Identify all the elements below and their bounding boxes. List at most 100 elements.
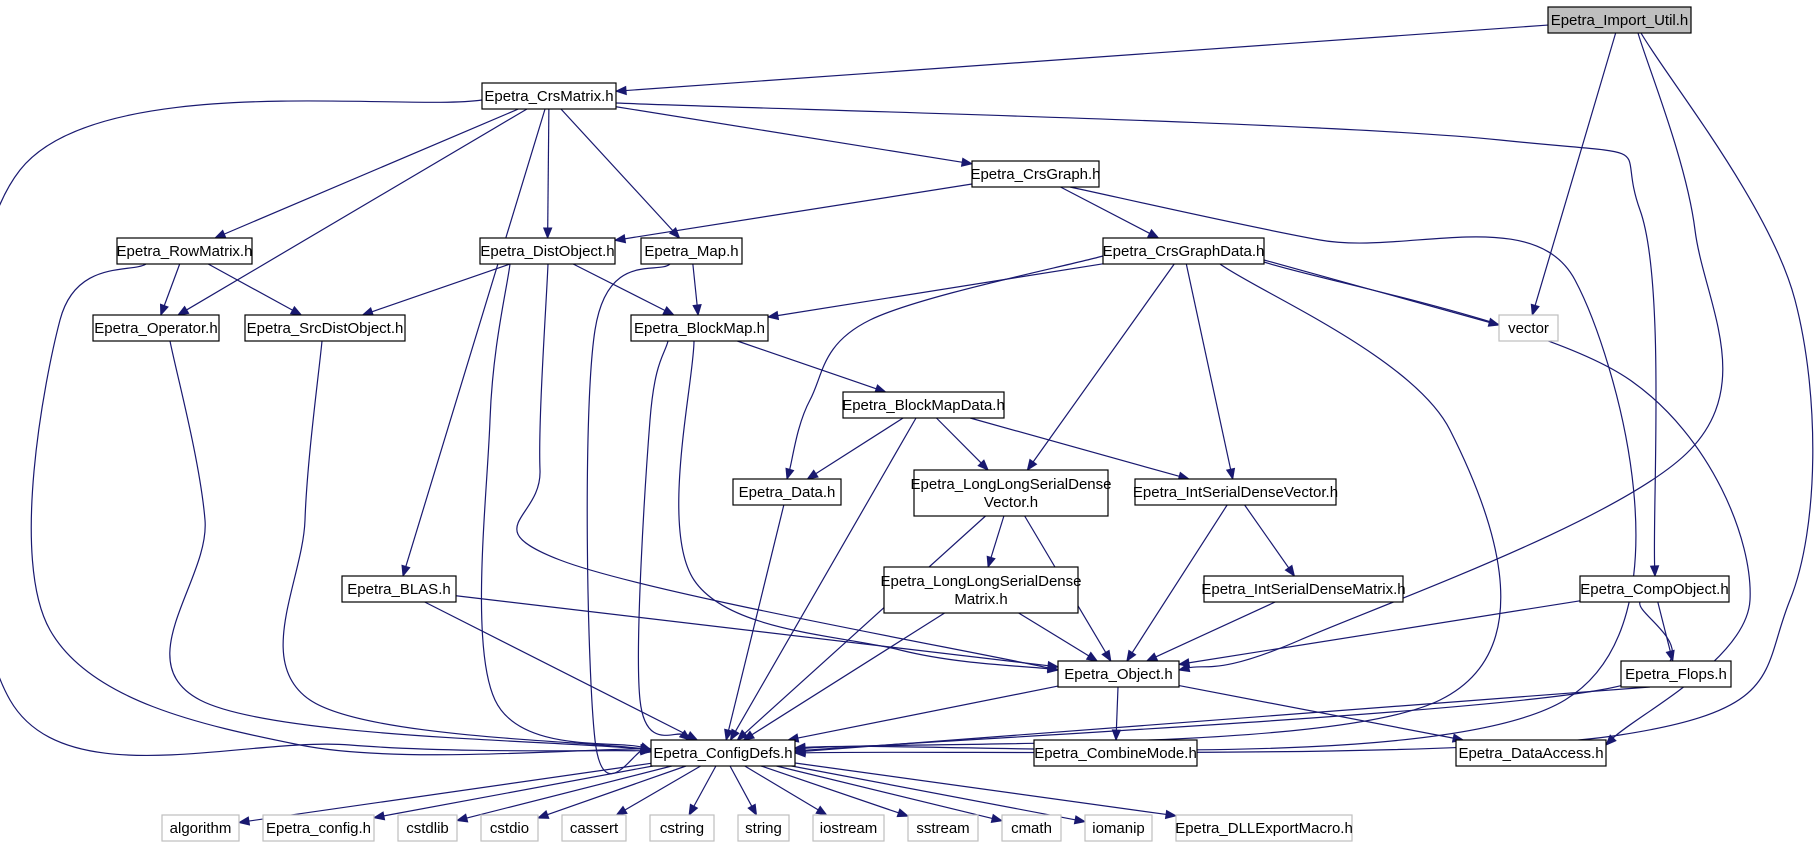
node-blockmapdata[interactable]: Epetra_BlockMapData.h	[842, 391, 1005, 419]
edge-crsmatrix-to-map	[560, 108, 681, 239]
node-isdv[interactable]: Epetra_IntSerialDenseVector.h	[1133, 478, 1338, 506]
arrowhead-icon	[793, 746, 806, 756]
edge-line	[1130, 504, 1228, 655]
arrowhead-icon	[1649, 565, 1660, 578]
edge-line	[381, 765, 653, 817]
arrowhead-icon	[159, 303, 169, 317]
edge-blas-to-object	[455, 595, 1060, 671]
arrowhead-icon	[1111, 729, 1122, 742]
node-box	[480, 814, 539, 842]
edge-line	[727, 504, 785, 733]
node-box	[812, 814, 885, 842]
arrowhead-icon	[372, 811, 386, 821]
arrowhead-icon	[785, 467, 795, 481]
edge-line	[480, 263, 644, 749]
edge-crsgraphdata-to-isdv	[1185, 263, 1236, 481]
edge-line	[813, 417, 904, 476]
edge-line	[760, 765, 901, 815]
edge-line	[0, 99, 644, 757]
edge-line	[802, 686, 1651, 752]
edge-configdefs-to-cassert	[615, 765, 701, 816]
arrowhead-icon	[1284, 564, 1296, 578]
node-label: iomanip	[1092, 820, 1145, 837]
node-import_util[interactable]: Epetra_Import_Util.h	[1547, 6, 1692, 34]
edge-configdefs-to-iomanip	[791, 765, 1087, 825]
arrowhead-icon	[614, 85, 627, 96]
node-operator[interactable]: Epetra_Operator.h	[92, 314, 220, 342]
edge-crsgraphdata-to-data	[785, 255, 1104, 481]
edge-compobject-to-flops	[1657, 601, 1675, 663]
arrowhead-icon	[1147, 228, 1160, 239]
node-label: Epetra_BlockMap.h	[634, 320, 765, 337]
arrowhead-icon	[615, 805, 628, 816]
node-isdm[interactable]: Epetra_IntSerialDenseMatrix.h	[1201, 575, 1406, 603]
node-box	[1547, 6, 1692, 34]
node-crsgraphdata[interactable]: Epetra_CrsGraphData.h	[1102, 237, 1265, 265]
node-box	[737, 814, 790, 842]
node-object[interactable]: Epetra_Object.h	[1057, 660, 1180, 688]
node-blockmap[interactable]: Epetra_BlockMap.h	[630, 314, 769, 342]
edge-import_util-to-vector	[1530, 32, 1617, 317]
node-sstream: sstream	[907, 814, 979, 842]
node-box	[1033, 739, 1198, 767]
edge-line	[795, 685, 1059, 740]
arrowhead-icon	[990, 813, 1004, 824]
node-iostream: iostream	[812, 814, 885, 842]
edge-line	[464, 765, 672, 820]
node-crsmatrix[interactable]: Epetra_CrsMatrix.h	[481, 82, 617, 110]
edge-data-to-configdefs	[724, 504, 785, 742]
arrowhead-icon	[1530, 303, 1540, 317]
edge-line	[802, 601, 1673, 751]
edge-line	[455, 595, 1051, 667]
edge-line	[246, 762, 652, 822]
arrowhead-icon	[542, 227, 553, 240]
node-string: string	[737, 814, 790, 842]
edge-line	[369, 263, 511, 313]
node-data[interactable]: Epetra_Data.h	[732, 478, 842, 506]
node-label: Epetra_DataAccess.h	[1458, 745, 1603, 762]
node-rowmatrix[interactable]: Epetra_RowMatrix.h	[116, 237, 253, 265]
node-dataaccess[interactable]: Epetra_DataAccess.h	[1455, 739, 1607, 767]
node-box	[1134, 478, 1337, 506]
edge-line	[163, 263, 181, 308]
node-label: Epetra_BlockMapData.h	[842, 397, 1005, 414]
edge-line	[30, 263, 644, 756]
node-label: Epetra_CompObject.h	[1580, 581, 1728, 598]
edge-line	[1060, 186, 1152, 235]
node-combinemode[interactable]: Epetra_CombineMode.h	[1033, 739, 1198, 767]
nodes-layer: Epetra_Import_Util.hEpetra_CrsMatrix.hEp…	[92, 6, 1732, 842]
node-blas[interactable]: Epetra_BLAS.h	[341, 575, 457, 603]
edge-crsgraphdata-to-vector	[1263, 259, 1501, 327]
arrowhead-icon	[1073, 815, 1087, 825]
edge-line	[1018, 612, 1091, 658]
node-srcdistobject[interactable]: Epetra_SrcDistObject.h	[244, 314, 406, 342]
arrowhead-icon	[685, 731, 699, 741]
node-compobject[interactable]: Epetra_CompObject.h	[1579, 575, 1730, 603]
edge-configdefs-to-sstream	[760, 765, 910, 818]
node-label: Epetra_BLAS.h	[347, 581, 450, 598]
edge-line	[1153, 601, 1276, 659]
arrowhead-icon	[815, 805, 828, 816]
arrowhead-icon	[1047, 660, 1060, 671]
node-configdefs[interactable]: Epetra_ConfigDefs.h	[650, 739, 796, 767]
node-map[interactable]: Epetra_Map.h	[640, 237, 743, 265]
node-distobject[interactable]: Epetra_DistObject.h	[479, 237, 616, 265]
arrowhead-icon	[213, 229, 227, 239]
arrowhead-icon	[1177, 658, 1191, 668]
edge-blockmapdata-to-configdefs	[729, 417, 917, 742]
edge-crsgraphdata-to-blockmap	[766, 263, 1104, 321]
node-box	[1057, 660, 1180, 688]
node-label: cassert	[570, 820, 619, 837]
node-box	[561, 814, 627, 842]
node-box	[1084, 814, 1153, 842]
edge-line	[222, 108, 519, 236]
edge-line	[547, 108, 550, 231]
edge-line	[1185, 263, 1232, 472]
arrowhead-icon	[1605, 734, 1617, 746]
node-flops[interactable]: Epetra_Flops.h	[1620, 660, 1732, 688]
node-crsgraph[interactable]: Epetra_CrsGraph.h	[970, 160, 1101, 188]
edge-configdefs-to-cmath	[776, 765, 1004, 824]
